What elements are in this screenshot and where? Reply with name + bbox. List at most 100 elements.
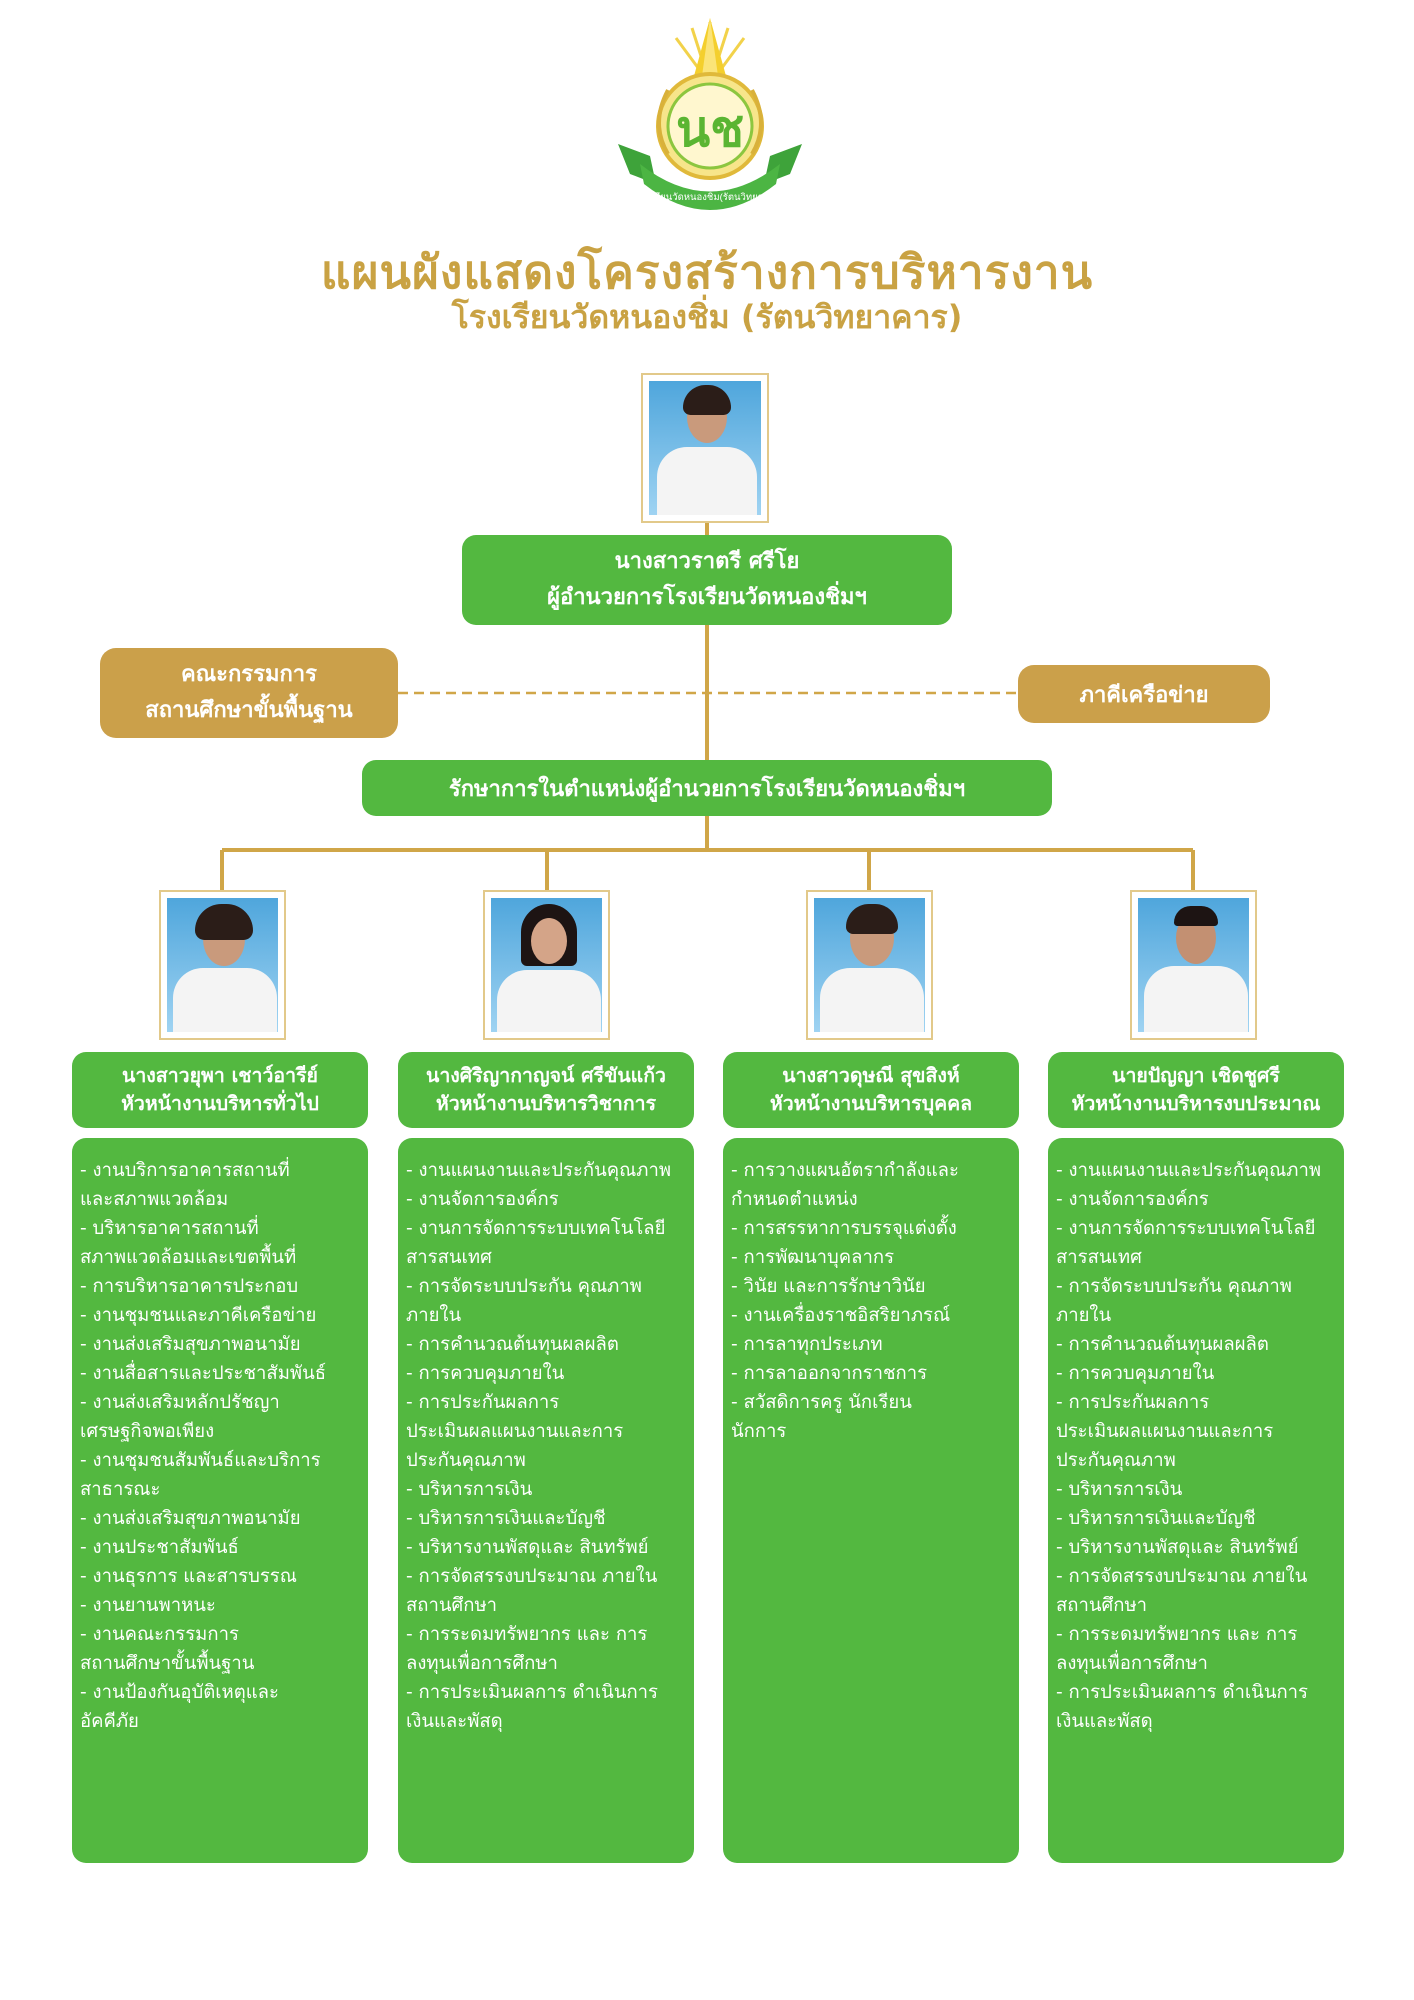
task-item: สภาพแวดล้อมและเขตพื้นที่ — [80, 1247, 297, 1268]
task-item: - งานจัดการองค์กร — [406, 1189, 559, 1210]
dept-heading-general: นางสาวยุพา เชาว์อารีย์ หัวหน้างานบริหารท… — [72, 1052, 368, 1128]
logo-text: โรงเรียนวัดหนองชิ่ม(รัตนวิทยาคาร) — [637, 190, 783, 203]
task-item: สถานศึกษา — [406, 1595, 498, 1616]
task-item: - การควบคุมภายใน — [406, 1363, 565, 1384]
director-photo — [641, 373, 769, 523]
dept-tasks-budget: - งานแผนงานและประกันคุณภาพ - งานจัดการองค… — [1048, 1138, 1344, 1863]
director-name: นางสาวราตรี ศรีโย — [614, 549, 800, 574]
task-item: - การระดมทรัพยากร และ การ — [1056, 1624, 1298, 1645]
task-item: ประเมินผลแผนงานและการ — [406, 1421, 624, 1442]
task-item: - งานสื่อสารและประชาสัมพันธ์ — [80, 1363, 327, 1384]
page-subtitle: โรงเรียนวัดหนองชิ่ม (รัตนวิทยาคาร) — [451, 298, 963, 336]
task-item: สถานศึกษา — [1056, 1595, 1148, 1616]
task-item: ประเมินผลแผนงานและการ — [1056, 1421, 1274, 1442]
dept-photo-personnel — [806, 890, 933, 1040]
task-item: สาธารณะ — [80, 1479, 161, 1500]
task-item: - การคำนวณต้นทุนผลผลิต — [406, 1334, 619, 1355]
dept-photo-budget — [1130, 890, 1257, 1040]
task-item: - งานชุมชนสัมพันธ์และบริการ — [80, 1450, 321, 1471]
task-item: - การคำนวณต้นทุนผลผลิต — [1056, 1334, 1269, 1355]
dept-role: หัวหน้างานบริหารวิชาการ — [435, 1092, 657, 1115]
task-item: - บริหารอาคารสถานที่ — [80, 1218, 259, 1239]
task-item: - บริหารงานพัสดุและ สินทรัพย์ — [406, 1537, 649, 1558]
board-line1: คณะกรรมการ — [181, 662, 317, 687]
task-item: - งานแผนงานและประกันคุณภาพ — [406, 1160, 672, 1181]
task-item: - การจัดสรรงบประมาณ ภายใน — [1056, 1566, 1308, 1587]
task-item: - งานคณะกรรมการ — [80, 1624, 239, 1645]
dept-head-name: นางสาวดุษณี สุขสิงห์ — [782, 1064, 960, 1087]
task-item: - การควบคุมภายใน — [1056, 1363, 1215, 1384]
dept-photo-general — [159, 890, 286, 1040]
dept-role: หัวหน้างานบริหารทั่วไป — [121, 1092, 319, 1115]
task-item: - สวัสดิการครู นักเรียน — [731, 1392, 912, 1413]
task-item: - วินัย และการรักษาวินัย — [731, 1276, 926, 1297]
task-item: - งานยานพาหนะ — [80, 1595, 216, 1616]
task-item: - การประกันผลการ — [406, 1392, 560, 1413]
task-item: - งานชุมชนและภาคีเครือข่าย — [80, 1305, 317, 1326]
dept-head-name: นางสาวยุพา เชาว์อารีย์ — [122, 1064, 318, 1087]
task-item: - งานส่งเสริมสุขภาพอนามัย — [80, 1334, 301, 1355]
task-item: - งานบริการอาคารสถานที่ — [80, 1160, 290, 1181]
task-item: - งานเครื่องราชอิสริยาภรณ์ — [731, 1305, 951, 1326]
task-item: ลงทุนเพื่อการศึกษา — [406, 1653, 558, 1674]
task-item: - การประกันผลการ — [1056, 1392, 1210, 1413]
task-item: ลงทุนเพื่อการศึกษา — [1056, 1653, 1208, 1674]
task-item: - บริหารการเงินและบัญชี — [406, 1508, 606, 1529]
task-item: - การบริหารอาคารประกอบ — [80, 1276, 299, 1297]
dept-role: หัวหน้างานบริหารงบประมาณ — [1071, 1092, 1321, 1115]
task-item: ประกันคุณภาพ — [1056, 1450, 1176, 1471]
network-label: ภาคีเครือข่าย — [1079, 682, 1209, 708]
task-item: - บริหารการเงิน — [406, 1479, 533, 1500]
task-item: - การระดมทรัพยากร และ การ — [406, 1624, 648, 1645]
task-item: สถานศึกษาขั้นพื้นฐาน — [80, 1653, 255, 1674]
acting-label: รักษาการในตำแหน่งผู้อำนวยการโรงเรียนวัดห… — [448, 776, 966, 802]
board-box: คณะกรรมการ สถานศึกษาขั้นพื้นฐาน — [100, 648, 398, 738]
task-item: - งานส่งเสริมหลักปรัชญา — [80, 1392, 280, 1413]
dept-head-name: นางศิริญากาญจน์ ศรีขันแก้ว — [426, 1064, 666, 1087]
task-item: - การพัฒนาบุคลากร — [731, 1247, 895, 1268]
director-box: นางสาวราตรี ศรีโย ผู้อำนวยการโรงเรียนวัด… — [462, 535, 952, 625]
network-box: ภาคีเครือข่าย — [1018, 665, 1270, 723]
task-item: - การลาทุกประเภท — [731, 1334, 883, 1355]
task-item: และสภาพแวดล้อม — [80, 1189, 229, 1210]
task-item: - งานแผนงานและประกันคุณภาพ — [1056, 1160, 1322, 1181]
task-item: - งานจัดการองค์กร — [1056, 1189, 1209, 1210]
task-item: เงินและพัสดุ — [406, 1711, 503, 1732]
dept-photo-academic — [483, 890, 610, 1040]
task-item: - บริหารงานพัสดุและ สินทรัพย์ — [1056, 1537, 1299, 1558]
task-item: - การจัดระบบประกัน คุณภาพ — [406, 1276, 642, 1297]
task-item: - บริหารการเงิน — [1056, 1479, 1183, 1500]
task-item: - การประเมินผลการ ดำเนินการ — [406, 1682, 658, 1703]
task-item: - งานประชาสัมพันธ์ — [80, 1537, 239, 1558]
task-item: ภายใน — [406, 1305, 462, 1326]
task-item: - งานการจัดการระบบเทคโนโลยี — [1056, 1218, 1316, 1239]
task-item: - การจัดระบบประกัน คุณภาพ — [1056, 1276, 1292, 1297]
task-item: ภายใน — [1056, 1305, 1112, 1326]
acting-box: รักษาการในตำแหน่งผู้อำนวยการโรงเรียนวัดห… — [362, 760, 1052, 816]
dept-tasks-personnel: - การวางแผนอัตรากำลังและกำหนดตำแหน่ง - กา… — [723, 1138, 1019, 1863]
task-item: กำหนดตำแหน่ง — [731, 1189, 858, 1210]
page-title: แผนผังแสดงโครงสร้างการบริหารงาน — [320, 245, 1094, 299]
task-item: - งานป้องกันอุบัติเหตุและ — [80, 1682, 279, 1703]
dept-tasks-general: - งานบริการอาคารสถานที่และสภาพแวดล้อม - บ… — [72, 1138, 368, 1863]
dept-tasks-academic: - งานแผนงานและประกันคุณภาพ - งานจัดการองค… — [398, 1138, 694, 1863]
task-item: - การวางแผนอัตรากำลังและ — [731, 1160, 959, 1181]
director-position: ผู้อำนวยการโรงเรียนวัดหนองชิ่มฯ — [547, 585, 867, 610]
task-item: - งานส่งเสริมสุขภาพอนามัย — [80, 1508, 301, 1529]
task-item: - งานการจัดการระบบเทคโนโลยี — [406, 1218, 666, 1239]
dept-role: หัวหน้างานบริหารบุคคล — [769, 1092, 973, 1115]
task-item: - การจัดสรรงบประมาณ ภายใน — [406, 1566, 658, 1587]
task-item: - งานธุรการ และสารบรรณ — [80, 1566, 297, 1587]
board-line2: สถานศึกษาขั้นพื้นฐาน — [145, 698, 353, 723]
task-item: - การลาออกจากราชการ — [731, 1363, 928, 1384]
task-item: อัคคีภัย — [80, 1711, 139, 1732]
task-item: สารสนเทศ — [406, 1247, 492, 1268]
dept-heading-budget: นายปัญญา เชิดชูศรี หัวหน้างานบริหารงบประ… — [1048, 1052, 1344, 1128]
school-logo: นช โรงเรียนวัดหนองชิ่ม(รัตนวิทยาคาร) — [618, 18, 802, 210]
task-item: - บริหารการเงินและบัญชี — [1056, 1508, 1256, 1529]
task-item: ประกันคุณภาพ — [406, 1450, 526, 1471]
task-item: - การสรรหาการบรรจุแต่งตั้ง — [731, 1218, 957, 1239]
dept-heading-personnel: นางสาวดุษณี สุขสิงห์ หัวหน้างานบริหารบุค… — [723, 1052, 1019, 1128]
task-item: เงินและพัสดุ — [1056, 1711, 1153, 1732]
